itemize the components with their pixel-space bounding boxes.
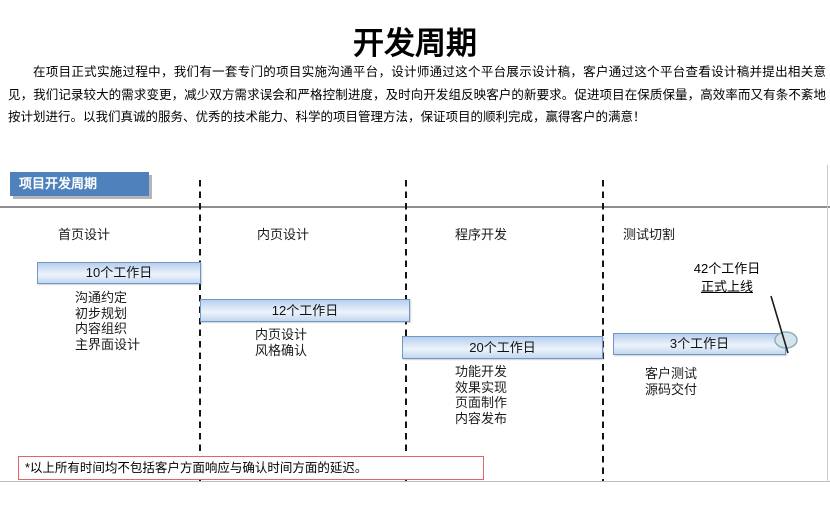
- duration-bar-phase-3: 20个工作日: [402, 336, 603, 359]
- task-list-phase-1: 沟通约定 初步规划 内容组织 主界面设计: [75, 290, 140, 352]
- task-item: 内页设计: [255, 327, 308, 342]
- phase-label-homepage-design: 首页设计: [58, 227, 111, 242]
- task-item: 客户测试: [645, 366, 698, 381]
- right-border-line: [827, 165, 828, 482]
- intro-paragraph: 在项目正式实施过程中，我们有一套专门的项目实施沟通平台，设计师通过这个平台展示设…: [8, 65, 826, 124]
- task-item: 沟通约定: [75, 290, 128, 305]
- duration-bar-phase-2: 12个工作日: [200, 299, 410, 322]
- task-item: 源码交付: [645, 381, 698, 397]
- duration-bar-phase-4: 3个工作日: [613, 333, 786, 355]
- column-separator-2: [405, 180, 407, 481]
- section-header-badge: 项目开发周期: [10, 172, 149, 196]
- bottom-border-line: [0, 481, 830, 482]
- footnote-box: *以上所有时间均不包括客户方面响应与确认时间方面的延迟。: [18, 456, 484, 480]
- column-separator-1: [199, 180, 201, 481]
- launch-label: 正式上线: [700, 278, 753, 294]
- task-list-phase-4: 客户测试 源码交付: [645, 366, 697, 397]
- page-title: 开发周期: [353, 26, 477, 61]
- phase-label-program-development: 程序开发: [455, 227, 508, 242]
- task-item: 功能开发: [455, 364, 508, 379]
- duration-bar-phase-1: 10个工作日: [37, 262, 201, 284]
- task-list-phase-2: 内页设计 风格确认: [255, 327, 307, 358]
- column-separator-3: [602, 180, 604, 481]
- task-list-phase-3: 功能开发 效果实现 页面制作 内容发布: [455, 364, 507, 426]
- phase-label-innerpage-design: 内页设计: [257, 227, 310, 242]
- task-item: 内容组织: [75, 321, 128, 336]
- task-item: 效果实现: [455, 379, 508, 395]
- task-item: 内容发布: [455, 410, 508, 426]
- task-item: 初步规划: [75, 305, 128, 321]
- task-item: 风格确认: [255, 342, 308, 358]
- milestone-annotation: 42个工作日 正式上线: [672, 260, 782, 295]
- phase-label-testing-cutting: 测试切割: [623, 227, 676, 242]
- total-duration-label: 42个工作日: [693, 261, 761, 276]
- top-divider-line: [0, 206, 830, 208]
- task-item: 主界面设计: [75, 336, 141, 352]
- task-item: 页面制作: [455, 395, 508, 410]
